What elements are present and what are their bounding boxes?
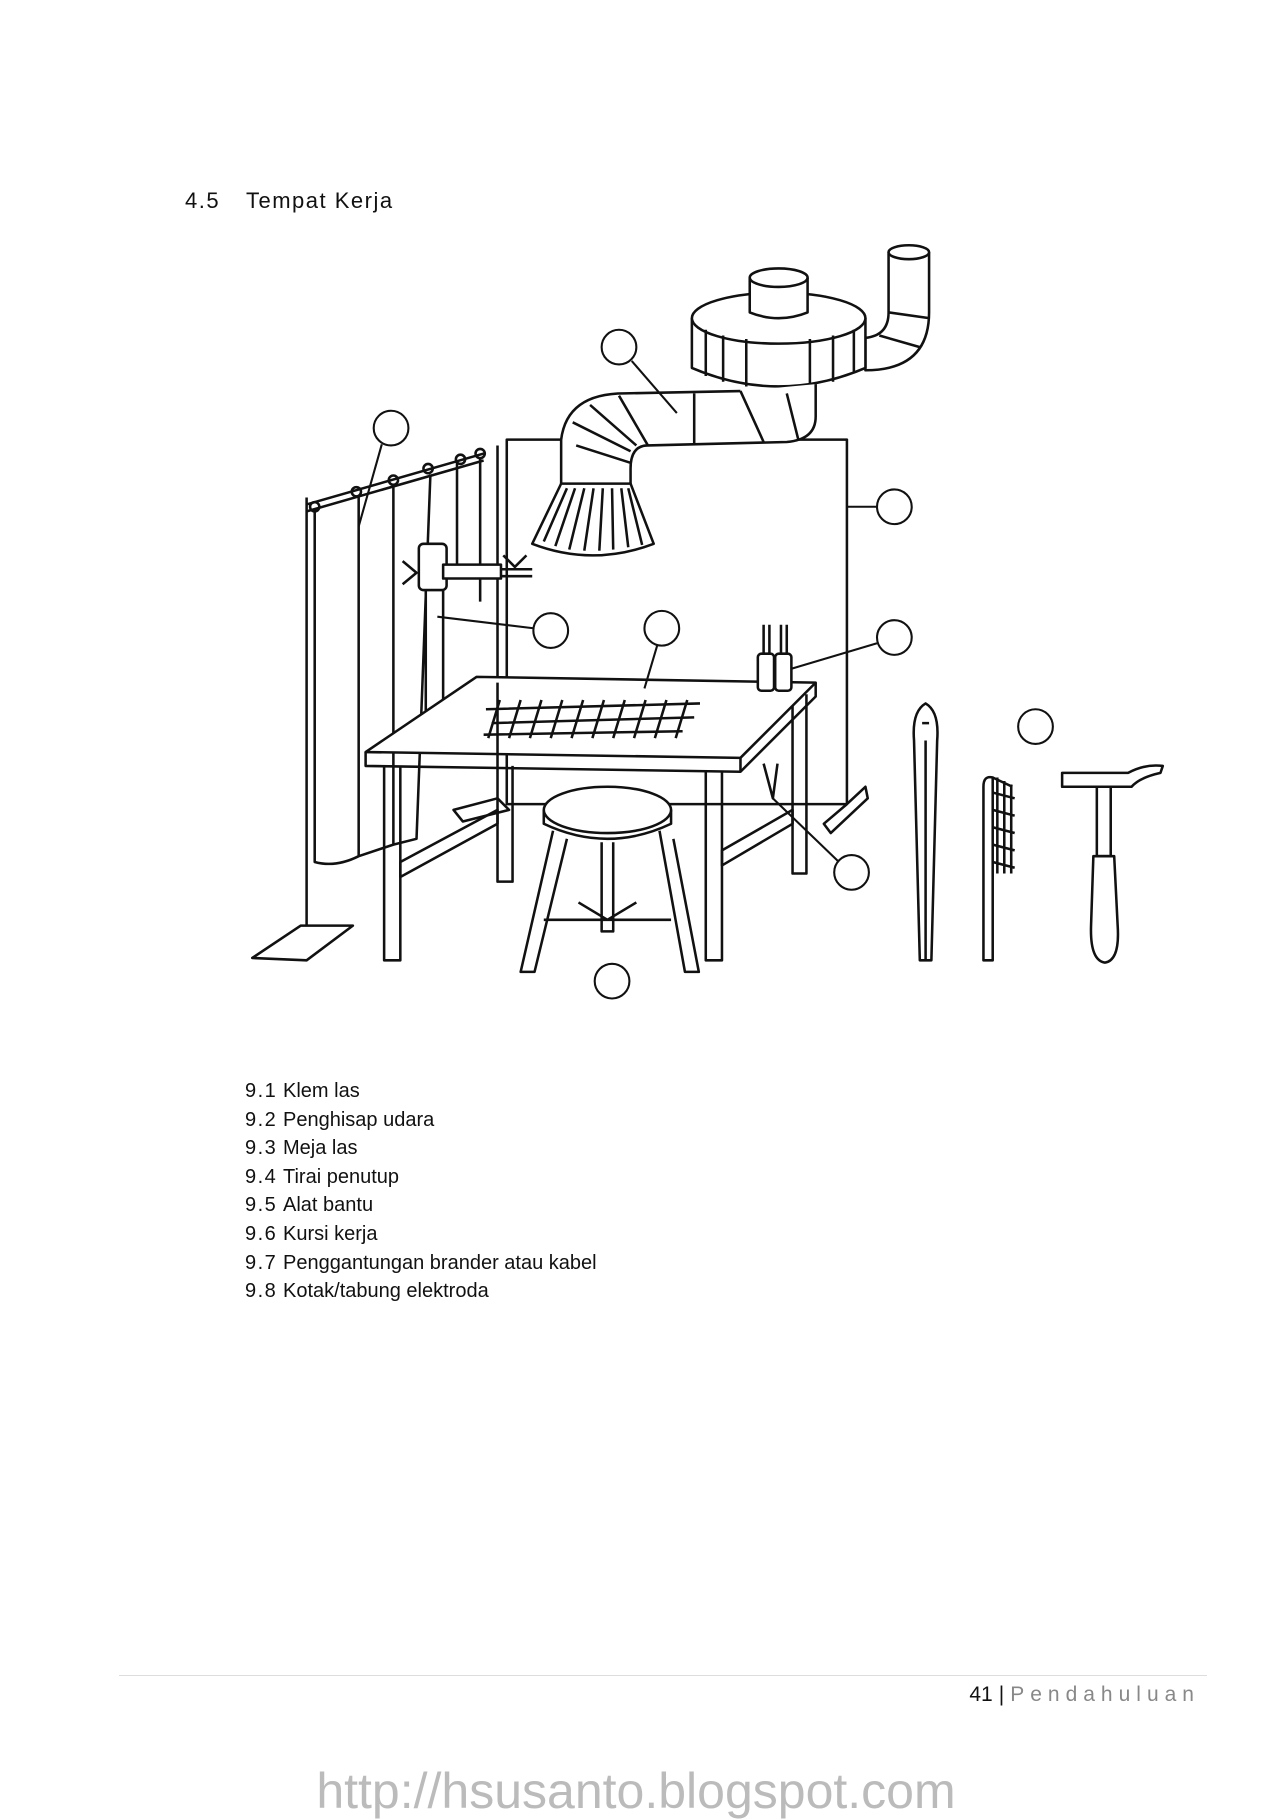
legend-label: Alat bantu	[283, 1194, 374, 1217]
legend-label: Meja las	[283, 1137, 358, 1160]
section-number: 4.5	[185, 188, 221, 213]
extractor-fan	[690, 267, 867, 388]
legend-number: 9.5	[245, 1194, 278, 1217]
work-grid	[483, 699, 701, 739]
curtain	[250, 445, 499, 962]
work-stool	[519, 785, 701, 974]
curtain-base	[250, 924, 355, 962]
legend-number: 9.8	[245, 1280, 278, 1303]
legend-number: 9.6	[245, 1222, 278, 1245]
footer-separator: |	[998, 1683, 1005, 1706]
legend-label: Kursi kerja	[283, 1222, 378, 1245]
footer-divider	[119, 1675, 1207, 1676]
legend-label: Penggantungan brander atau kabel	[283, 1251, 597, 1274]
section-heading: 4.5 Tempat Kerja	[185, 188, 394, 214]
chapter-name: Pendahuluan	[1010, 1683, 1200, 1706]
legend-label: Penghisap udara	[283, 1108, 435, 1131]
legend-number: 9.7	[245, 1251, 278, 1274]
chipping-hammer	[1060, 764, 1165, 964]
legend-label: Klem las	[283, 1080, 360, 1102]
legend-number: 9.2	[245, 1108, 278, 1131]
pliers	[912, 702, 939, 962]
welding-workplace-illustration	[250, 244, 1165, 1000]
legend-label: Tirai penutup	[283, 1165, 399, 1188]
legend-number: 9.3	[245, 1137, 278, 1160]
watermark-url: http://hsusanto.blogspot.com	[316, 1763, 956, 1819]
legend-label: Kotak/tabung elektroda	[283, 1280, 489, 1303]
callout-markers	[357, 328, 1054, 1000]
wire-brush	[982, 775, 1016, 962]
legend-number: 9.4	[245, 1165, 278, 1188]
page-footer: 41|Pendahuluan	[969, 1683, 1200, 1707]
electrode-tubes	[756, 624, 793, 693]
page-number: 41	[969, 1683, 993, 1706]
panel-foot	[822, 785, 870, 835]
suction-duct	[530, 384, 817, 557]
legend-number: 9.1	[245, 1080, 278, 1102]
welding-clamp	[401, 542, 533, 731]
welding-table	[364, 675, 817, 962]
exhaust-chimney	[864, 244, 931, 372]
section-title: Tempat Kerja	[246, 188, 394, 213]
